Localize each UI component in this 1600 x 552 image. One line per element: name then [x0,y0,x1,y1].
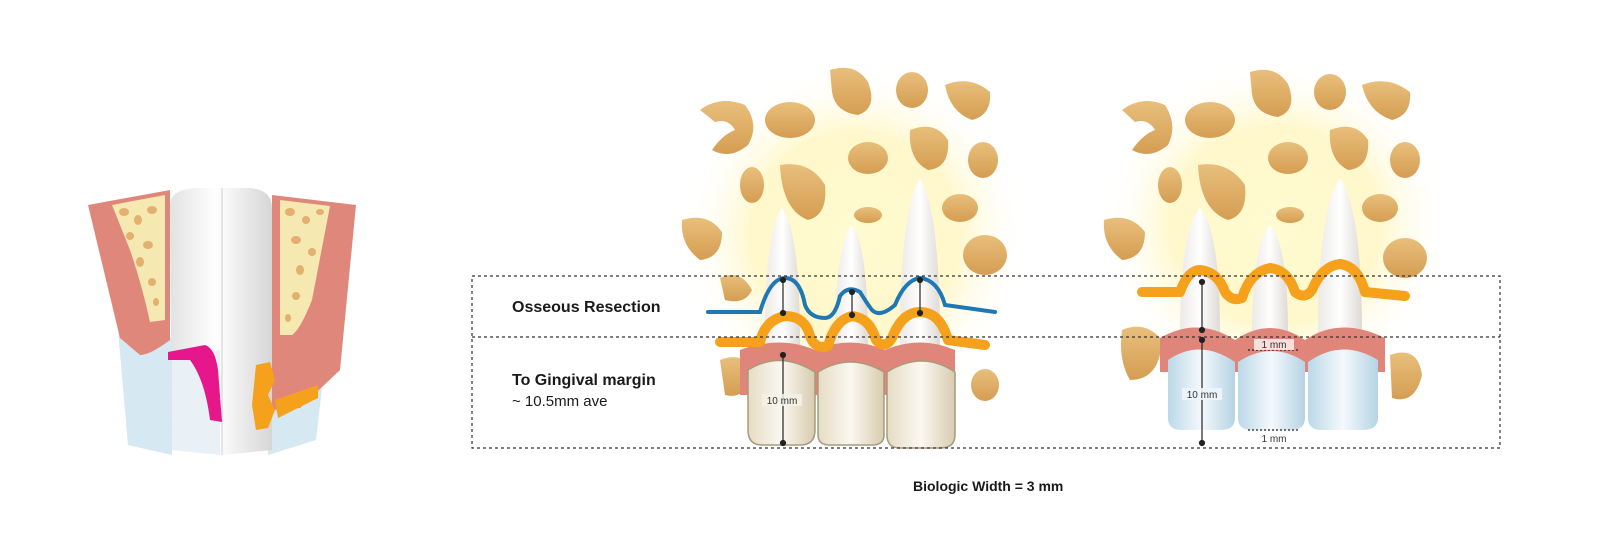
crown-before-3 [886,360,956,449]
bone-particles-after [1103,69,1427,400]
attachment-tissue [168,345,222,422]
before-resection-group: 10 mm [680,65,1030,449]
crown-length-before-label: 10 mm [767,396,798,407]
gap-upper-label: 1 mm [1262,340,1287,351]
crown-before-2 [817,361,885,446]
crown-after-3 [1308,349,1378,430]
bone-crest-line-after [1137,259,1410,305]
gingival-margin-average: ~ 10.5mm ave [512,393,608,410]
biologic-width-caption: Biologic Width = 3 mm [913,478,1064,494]
osseous-resection-label: Osseous Resection [512,299,661,316]
bone-particles-before [681,67,1007,401]
crown-length-after-label: 10 mm [1187,390,1218,401]
root-after-3 [1318,178,1362,335]
osseous-resection-line [706,275,997,321]
bone-right [280,200,330,335]
bone-crest-right [252,362,275,430]
bone-pores [119,206,324,322]
crown-after-2 [1238,351,1305,430]
root-after-2 [1252,225,1288,335]
gingival-margin-label: To Gingival margin [512,372,656,389]
root-before-3 [900,178,940,345]
tooth-cross-section [88,188,356,455]
after-resection-group: 1 mm 10 mm 1 mm [1100,60,1450,447]
left-dentin-block [118,330,172,455]
gap-lower-label: 1 mm [1262,434,1287,445]
